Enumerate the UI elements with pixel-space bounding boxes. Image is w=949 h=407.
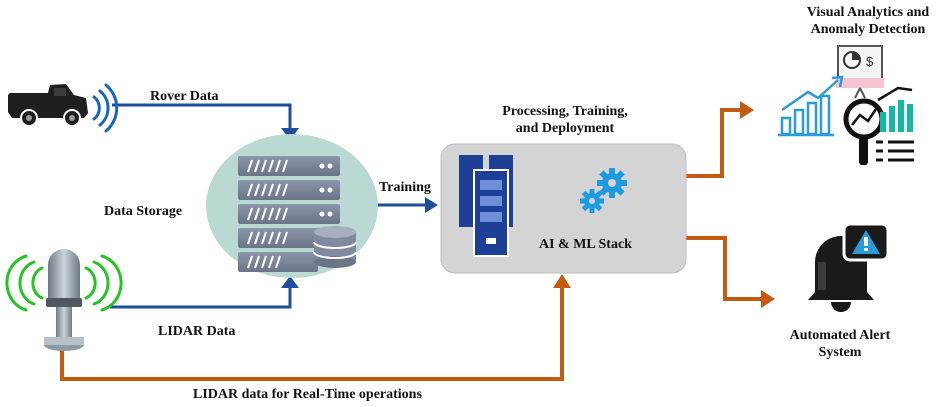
training-label: Training <box>379 180 431 195</box>
analytics-icon: $ <box>778 45 914 165</box>
bar-growth-chart-icon <box>778 75 844 137</box>
processing-title-line1: Processing, Training, <box>502 104 628 119</box>
lidar-data-label: LIDAR Data <box>158 324 236 339</box>
to-analytics-arrow <box>686 101 754 178</box>
lidar-realtime-label: LIDAR data for Real-Time operations <box>193 387 422 402</box>
visual-analytics-line1: Visual Analytics and <box>806 5 930 20</box>
visual-analytics-line2: Anomaly Detection <box>810 22 926 37</box>
lidar-sensor-icon <box>44 249 84 351</box>
truck-icon <box>8 84 88 127</box>
training-arrow <box>377 197 438 213</box>
processing-title: Processing, Training, and Deployment <box>480 103 650 137</box>
truck-signal-icon <box>92 83 119 133</box>
alert-system-line2: System <box>818 345 862 360</box>
data-storage-icon <box>206 134 378 278</box>
database-icon <box>313 226 357 268</box>
rover-data-label: Rover Data <box>150 89 219 104</box>
server-tower-icon <box>459 155 513 257</box>
lidar-signal-icon <box>5 254 123 312</box>
visual-analytics-title: Visual Analytics and Anomaly Detection <box>790 4 946 38</box>
rover-to-storage-arrow <box>112 103 299 140</box>
presentation-board-icon: $ <box>836 45 884 99</box>
alert-system-title: Automated Alert System <box>775 327 905 361</box>
magnifier-report-icon <box>843 86 914 165</box>
svg-text:$: $ <box>866 54 874 69</box>
processing-title-line2: and Deployment <box>515 121 615 136</box>
gears-icon <box>580 168 627 213</box>
alert-system-line1: Automated Alert <box>789 328 891 343</box>
data-storage-label: Data Storage <box>104 204 183 219</box>
to-alert-arrow <box>686 236 775 308</box>
bell-alert-icon <box>808 222 890 312</box>
processing-box <box>440 143 687 274</box>
lidar-to-storage-arrow <box>110 276 299 309</box>
realtime-lidar-arrow <box>60 274 571 381</box>
ai-ml-stack-label: AI & ML Stack <box>539 237 632 252</box>
